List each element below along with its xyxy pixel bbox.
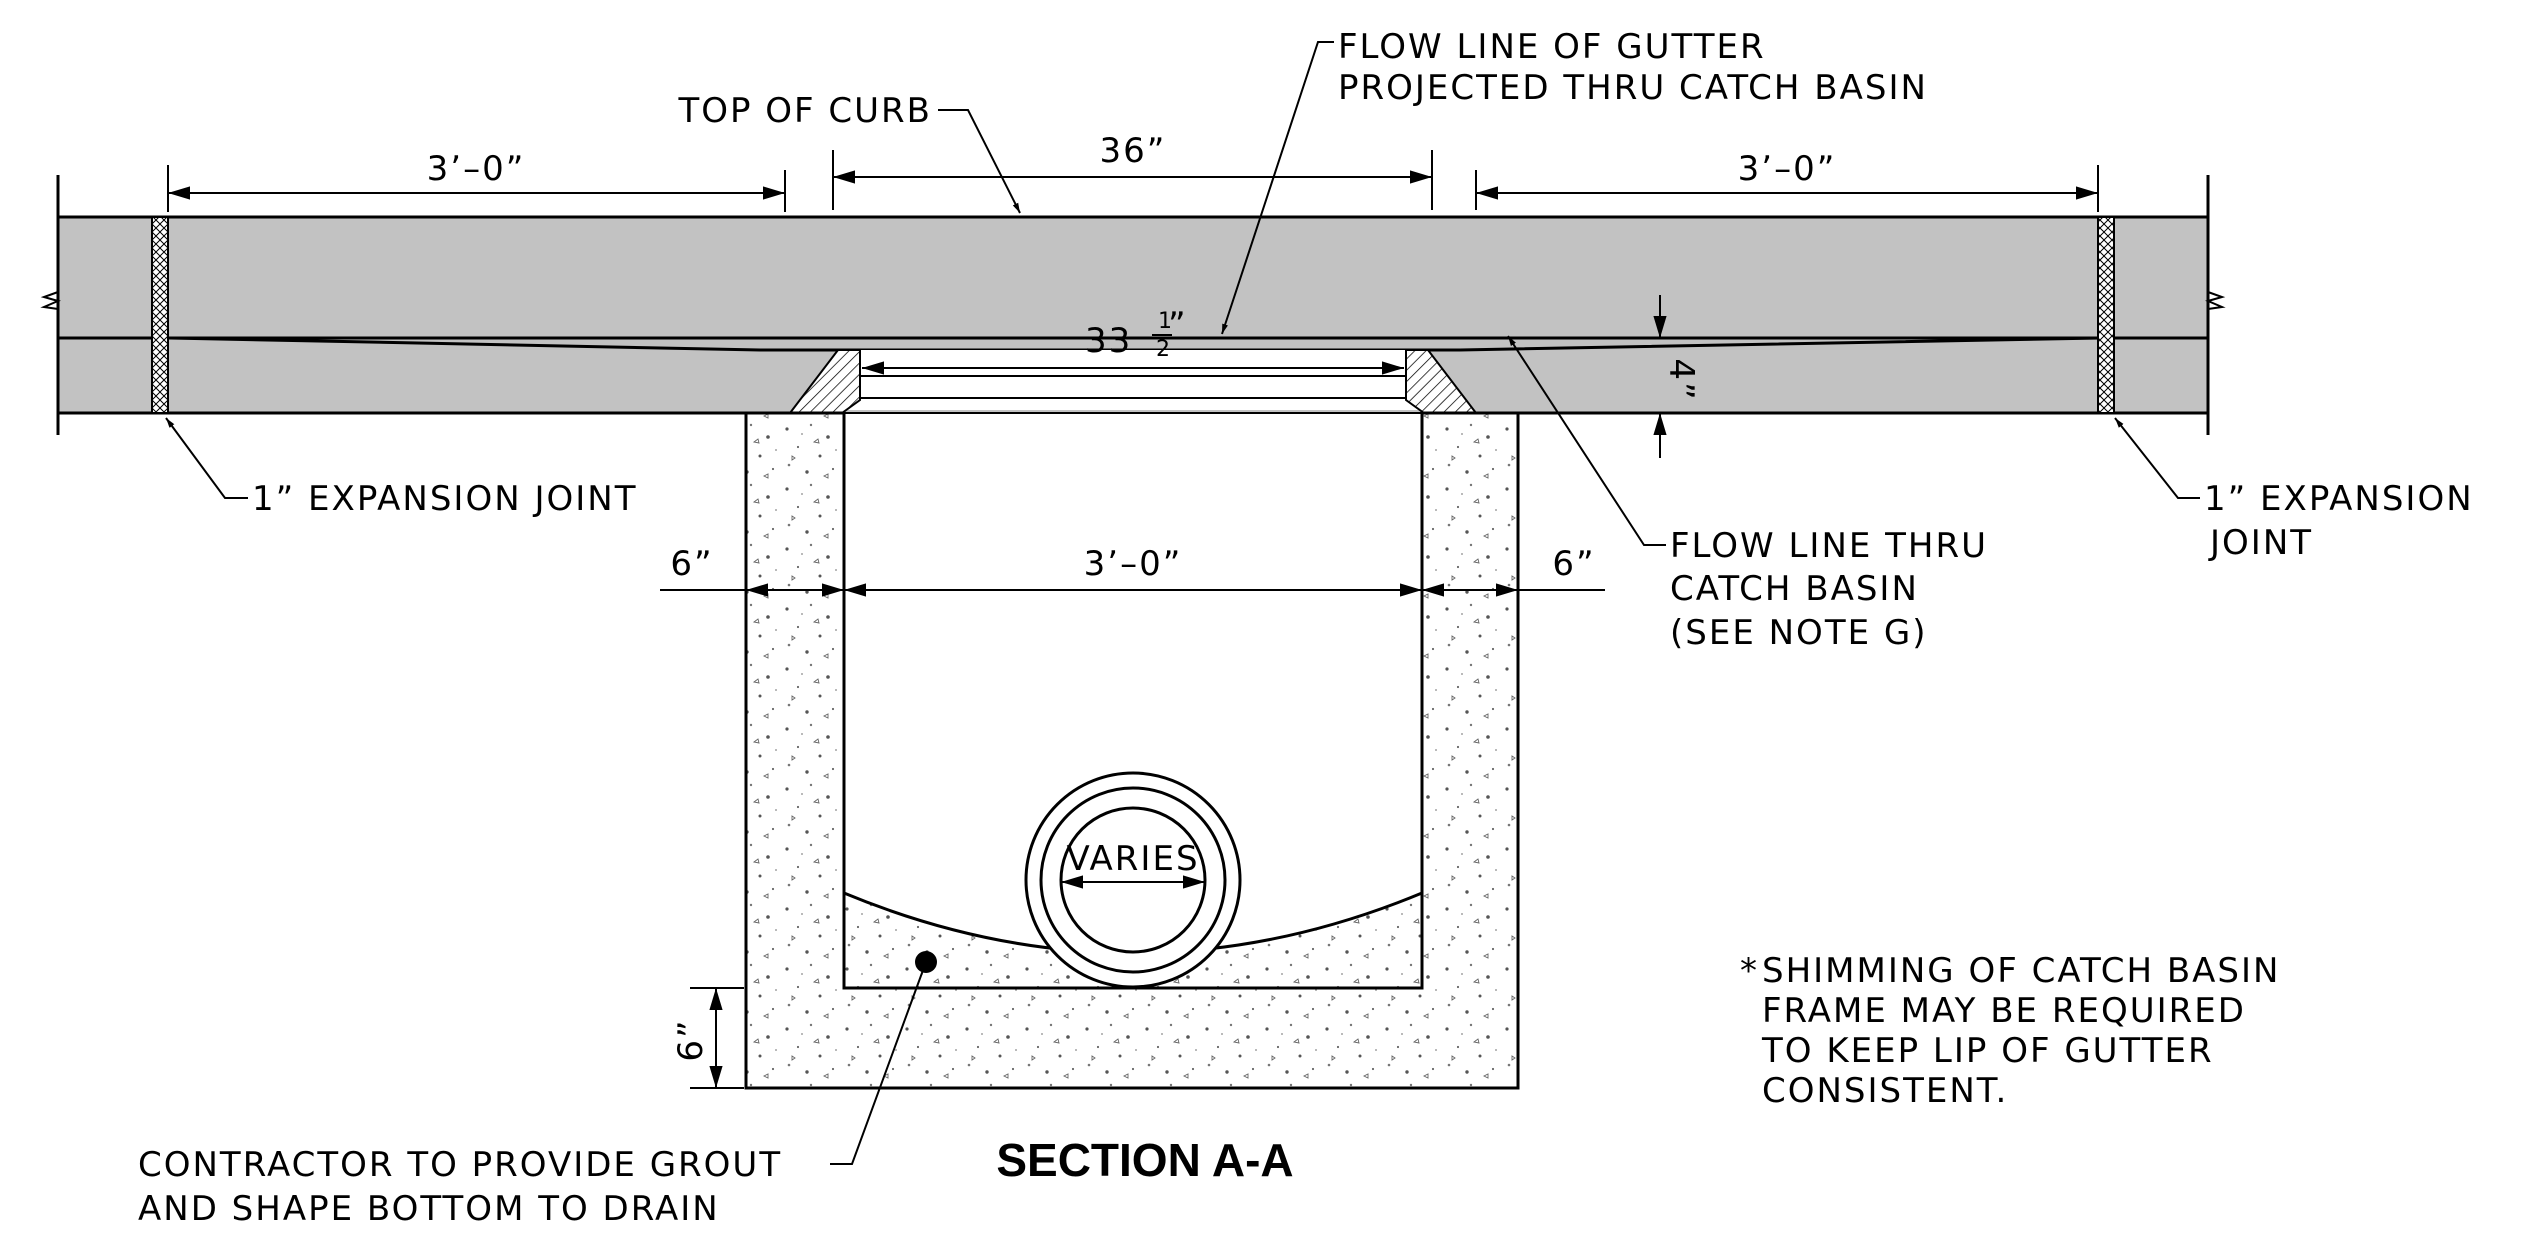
label-grout-2: AND SHAPE BOTTOM TO DRAIN bbox=[138, 1189, 720, 1229]
leader-flow-thru bbox=[1507, 335, 1666, 546]
leader-grout bbox=[830, 961, 927, 1165]
dim-right-span-label: 3’–0” bbox=[1738, 149, 1837, 189]
dim-center-span-label: 36” bbox=[1100, 131, 1167, 171]
leader-expansion-right bbox=[2114, 417, 2200, 499]
dim-left-wall-label: 6” bbox=[670, 544, 713, 584]
label-flow-thru-1: FLOW LINE THRU bbox=[1670, 526, 1988, 566]
label-grout-1: CONTRACTOR TO PROVIDE GROUT bbox=[138, 1145, 782, 1185]
label-expansion-right-1: 1” EXPANSION bbox=[2204, 479, 2474, 519]
dimension-center-span bbox=[832, 150, 1433, 210]
dimension-left-span bbox=[167, 165, 786, 212]
expansion-joint-right bbox=[2097, 216, 2115, 414]
note-star: * bbox=[1740, 951, 1759, 991]
dim-basin-width-label: 3’–0” bbox=[1084, 544, 1183, 584]
section-title: SECTION A-A bbox=[996, 1134, 1293, 1186]
dim-inner-span-label: 33 bbox=[1085, 321, 1132, 361]
label-expansion-right-2: JOINT bbox=[2208, 523, 2313, 563]
note-line-1: SHIMMING OF CATCH BASIN bbox=[1762, 951, 2280, 991]
leader-top-of-curb bbox=[938, 109, 1021, 214]
dim-gutter-depth-label: 4” bbox=[1661, 358, 1701, 401]
label-expansion-left: 1” EXPANSION JOINT bbox=[252, 479, 637, 519]
dimension-right-span bbox=[1475, 165, 2099, 212]
expansion-joint-left bbox=[151, 216, 169, 414]
pipe-size-label: VARIES bbox=[1066, 839, 1199, 879]
label-flow-thru-3: (SEE NOTE G) bbox=[1670, 613, 1927, 653]
note-line-2: FRAME MAY BE REQUIRED bbox=[1762, 991, 2246, 1031]
label-flow-line-gutter-1: FLOW LINE OF GUTTER bbox=[1338, 27, 1766, 67]
dim-inner-frac-mark: ” bbox=[1168, 305, 1188, 345]
dim-inner-frac-num: 1 bbox=[1158, 309, 1174, 334]
dim-left-span-label: 3’–0” bbox=[427, 149, 526, 189]
note-line-3: TO KEEP LIP OF GUTTER bbox=[1761, 1031, 2214, 1071]
label-flow-line-gutter-2: PROJECTED THRU CATCH BASIN bbox=[1338, 68, 1928, 108]
catch-basin-frame bbox=[787, 349, 1479, 414]
dim-floor-thickness-label: 6” bbox=[671, 1018, 711, 1061]
dim-right-wall-label: 6” bbox=[1552, 544, 1595, 584]
dim-inner-frac-den: 2 bbox=[1156, 337, 1172, 362]
label-top-of-curb: TOP OF CURB bbox=[677, 91, 932, 131]
dimension-floor-thickness bbox=[690, 987, 744, 1089]
outlet-pipe bbox=[1024, 771, 1242, 989]
leader-expansion-left bbox=[165, 417, 248, 499]
leader-flow-line-gutter bbox=[1221, 41, 1334, 335]
note-line-4: CONSISTENT. bbox=[1762, 1071, 2008, 1111]
label-flow-thru-2: CATCH BASIN bbox=[1670, 569, 1919, 609]
